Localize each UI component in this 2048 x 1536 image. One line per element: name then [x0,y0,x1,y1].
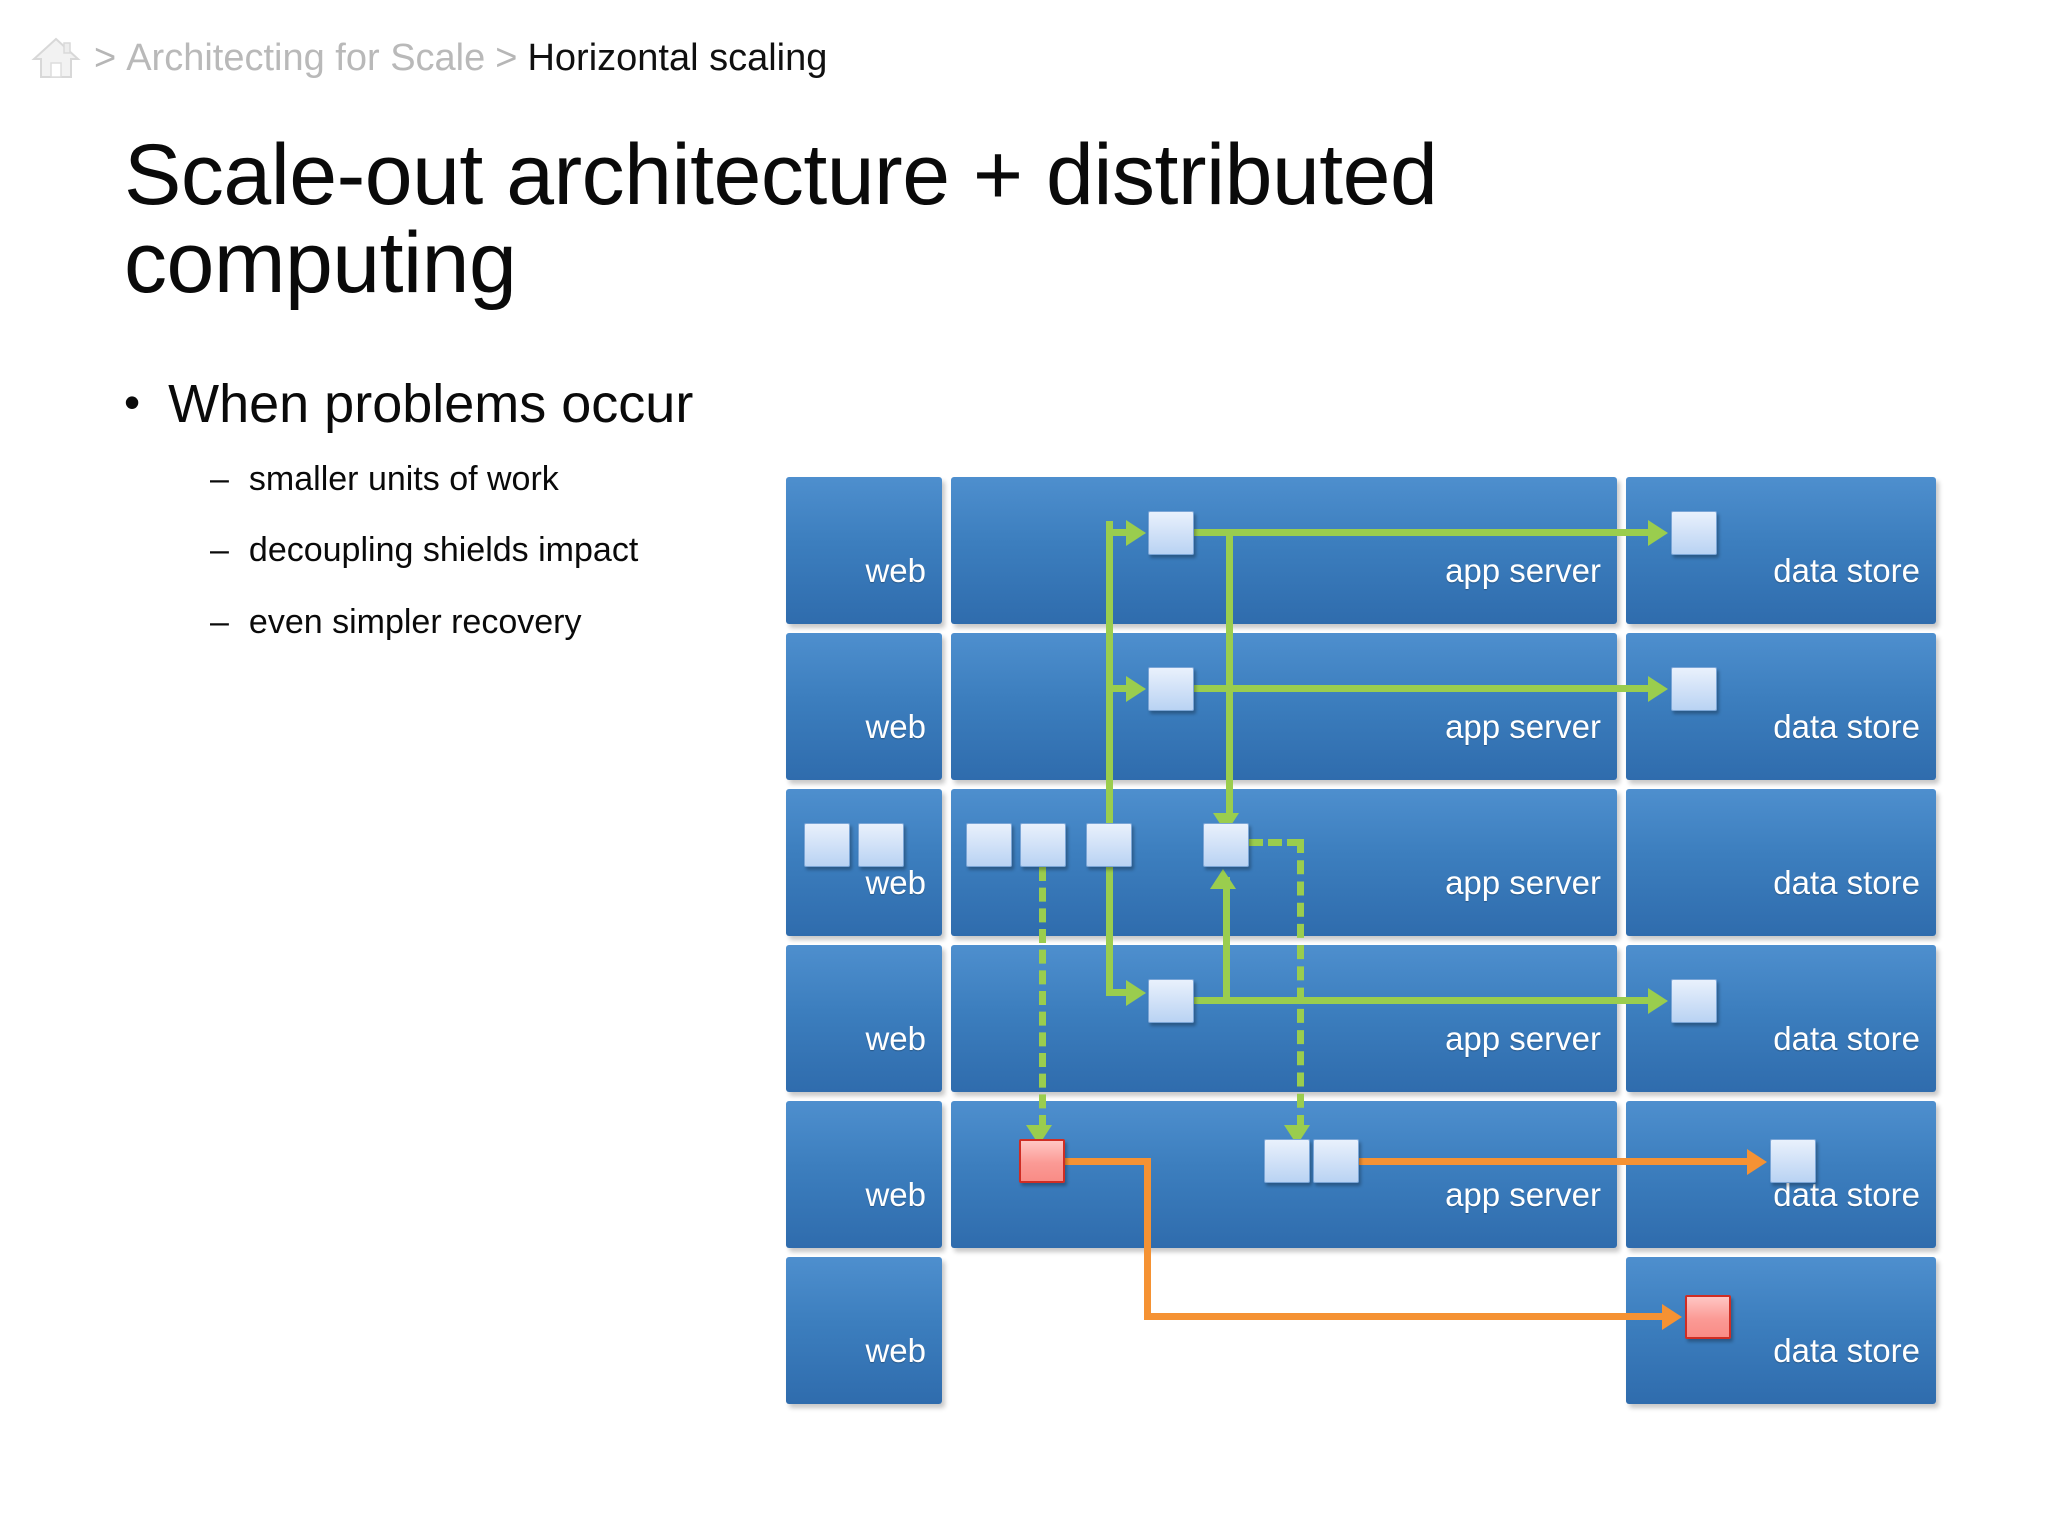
dash-marker: – [210,531,229,570]
tier-store-row-6[interactable]: data store [1626,1257,1936,1404]
task-store-row4[interactable] [1671,979,1717,1023]
tier-label-app: app server [1445,1020,1601,1057]
tier-label-store: data store [1773,708,1920,745]
flow-row4-to-store [1192,997,1652,1004]
tier-label-web: web [865,552,926,589]
task-app-row3-b[interactable] [1020,823,1066,867]
task-app-row3-c[interactable] [1086,823,1132,867]
sub-bullet-item-decoupling: – decoupling shields impact [210,531,884,570]
tier-web-row-1[interactable]: web [786,477,942,624]
sub-bullet-item-smaller-units: – smaller units of work [210,460,884,499]
task-app-row1[interactable] [1148,511,1194,555]
tier-app-row-3[interactable]: app server [951,789,1617,936]
flow-dashed-down-right [1297,839,1304,1129]
task-app-row5-failed[interactable] [1019,1139,1065,1183]
tier-web-row-2[interactable]: web [786,633,942,780]
tier-app-row-2[interactable]: app server [951,633,1617,780]
flow-arrow-into-row2-task [1126,676,1146,702]
flow-row2-to-store [1192,685,1652,692]
task-store-row6-failed[interactable] [1685,1295,1731,1339]
tier-label-web: web [865,1176,926,1213]
flow-stub-row2 [1106,685,1132,692]
tier-label-app: app server [1445,864,1601,901]
failover-elbow-h2 [1144,1313,1666,1320]
tier-label-app: app server [1445,708,1601,745]
failover-arrow-into-store-row6 [1662,1304,1682,1330]
flow-arrow-into-store-row1 [1648,520,1668,546]
tier-label-store: data store [1773,1020,1920,1057]
task-app-row5-b[interactable] [1313,1139,1359,1183]
architecture-diagram: web app server data store web app server… [786,477,1936,1417]
task-app-row4[interactable] [1148,979,1194,1023]
flow-arrow-up-aggregator [1210,869,1236,889]
task-store-row2[interactable] [1671,667,1717,711]
sub-bullet-item-recovery: – even simpler recovery [210,603,884,642]
breadcrumb-separator-2: > [495,37,518,79]
bullet-list: • When problems occur – smaller units of… [124,374,884,674]
tier-store-row-3[interactable]: data store [1626,789,1936,936]
flow-down-to-aggregator [1226,529,1233,817]
task-app-row5-a[interactable] [1264,1139,1310,1183]
task-app-row2[interactable] [1148,667,1194,711]
task-store-row1[interactable] [1671,511,1717,555]
flow-row1-to-store [1192,529,1652,536]
flow-arrow-into-row4-task [1126,980,1146,1006]
tier-app-row-1[interactable]: app server [951,477,1617,624]
failover-arrow-into-store-row5 [1747,1149,1767,1175]
tier-label-app: app server [1445,552,1601,589]
flow-dashed-down-left [1039,867,1046,1129]
breadcrumb-current: Horizontal scaling [527,37,828,79]
tier-label-web: web [865,1020,926,1057]
flow-stub-row4 [1106,989,1132,996]
flow-arrow-into-store-row2 [1648,676,1668,702]
flow-riser-left [1106,521,1113,991]
task-app-row3-a[interactable] [966,823,1012,867]
sub-bullet-list: – smaller units of work – decoupling shi… [210,460,884,641]
bullet-marker: • [124,376,141,428]
breadcrumb: > Architecting for Scale > Horizontal sc… [28,30,827,86]
sub-bullet-text-1: smaller units of work [248,460,559,499]
tier-label-store: data store [1773,864,1920,901]
tier-web-row-5[interactable]: web [786,1101,942,1248]
dash-marker: – [210,602,229,641]
tier-label-web: web [865,864,926,901]
flow-arrow-into-row1-task [1126,520,1146,546]
flow-stub-row1 [1106,529,1132,536]
flow-dashed-out-aggregator [1249,839,1301,846]
dash-marker: – [210,460,229,499]
tier-label-web: web [865,1332,926,1369]
failover-elbow-v [1144,1158,1151,1319]
task-web-row3-a[interactable] [804,823,850,867]
tier-label-app: app server [1445,1176,1601,1213]
task-app-row3-aggregator[interactable] [1203,823,1249,867]
bullet-item-primary: • When problems occur [124,374,884,434]
tier-app-row-4[interactable]: app server [951,945,1617,1092]
tier-label-store: data store [1773,1332,1920,1369]
breadcrumb-separator-1: > [94,37,117,79]
tier-web-row-6[interactable]: web [786,1257,942,1404]
tier-label-web: web [865,708,926,745]
failover-elbow-h1 [1065,1158,1151,1165]
flow-arrow-into-store-row4 [1648,988,1668,1014]
flow-up-from-row4 [1223,877,1230,999]
task-store-row5[interactable] [1770,1139,1816,1183]
sub-bullet-text-2: decoupling shields impact [248,531,639,570]
task-web-row3-b[interactable] [858,823,904,867]
bullet-text-when-problems-occur: When problems occur [168,374,694,434]
home-icon[interactable] [28,30,84,86]
tier-web-row-4[interactable]: web [786,945,942,1092]
breadcrumb-parent[interactable]: Architecting for Scale [126,37,486,79]
failover-row5-to-store [1359,1158,1751,1165]
sub-bullet-text-3: even simpler recovery [248,602,582,641]
tier-label-store: data store [1773,552,1920,589]
page-title: Scale-out architecture + distributed com… [124,127,1438,311]
